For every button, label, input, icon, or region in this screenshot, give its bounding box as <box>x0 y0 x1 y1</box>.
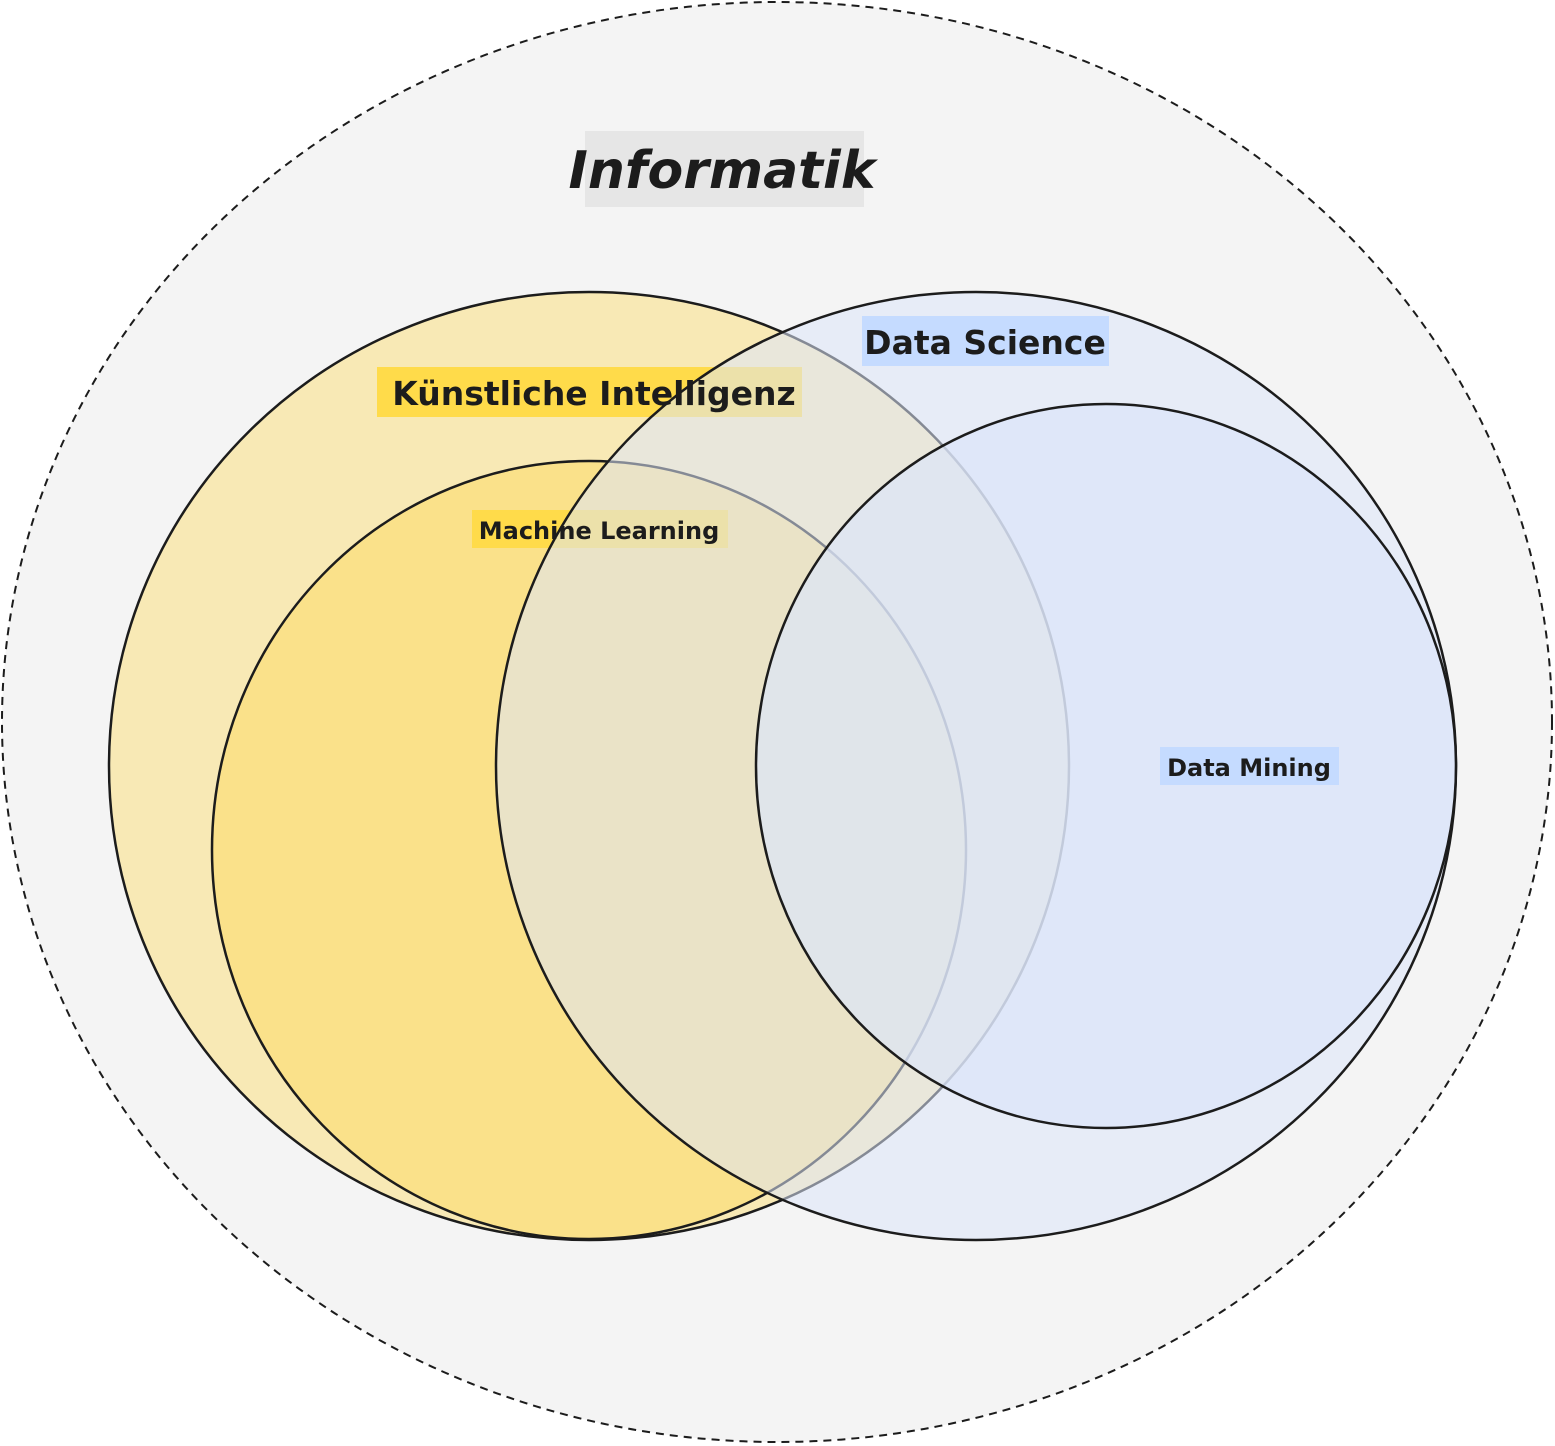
ds-label: Data Science <box>864 323 1106 362</box>
informatik-title-bg <box>585 131 864 207</box>
ds-label-bg <box>862 316 1109 366</box>
dm-circle <box>754 402 1458 1130</box>
dm-label: Data Mining <box>1167 754 1331 782</box>
ml-label: Machine Learning <box>479 517 720 545</box>
ki-label: Künstliche Intelligenz <box>392 374 796 413</box>
dm-label-bg <box>1160 747 1339 785</box>
informatik-title: Informatik <box>569 141 879 201</box>
